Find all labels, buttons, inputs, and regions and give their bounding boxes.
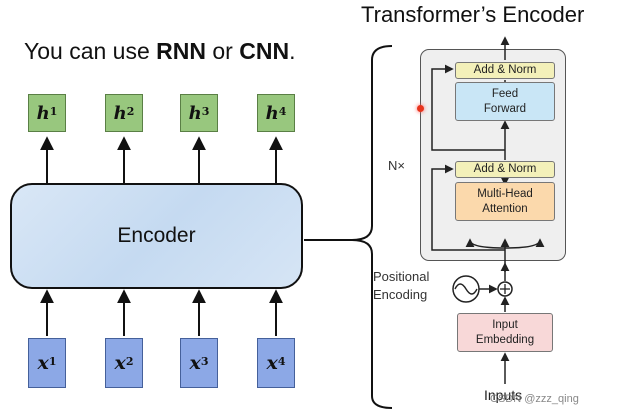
right-title: Transformer’s Encoder [361,2,585,27]
add-norm-bottom: Add & Norm [455,161,555,178]
add-norm-top: Add & Norm [455,62,555,79]
left-title-middle: or [206,38,240,64]
encoder-block: Encoder [10,183,303,289]
left-title: You can use RNN or CNN. [24,38,295,65]
watermark: CSDN @zzz_qing [490,393,579,405]
arrow-query-in [504,238,545,249]
curly-brace [351,45,393,409]
cnn-label: CNN [239,38,290,64]
rnn-label: RNN [156,38,206,64]
residual-ff [431,64,505,151]
residual-mha [431,164,505,251]
inputs-label: Inputs [484,387,523,403]
arrow-key-in [465,238,506,249]
pointer-dot [417,105,424,112]
repeat-label: N× [388,158,405,173]
left-title-suffix: . [289,38,296,64]
encoder-label: Encoder [117,224,196,247]
left-title-prefix: You can use [24,38,157,64]
